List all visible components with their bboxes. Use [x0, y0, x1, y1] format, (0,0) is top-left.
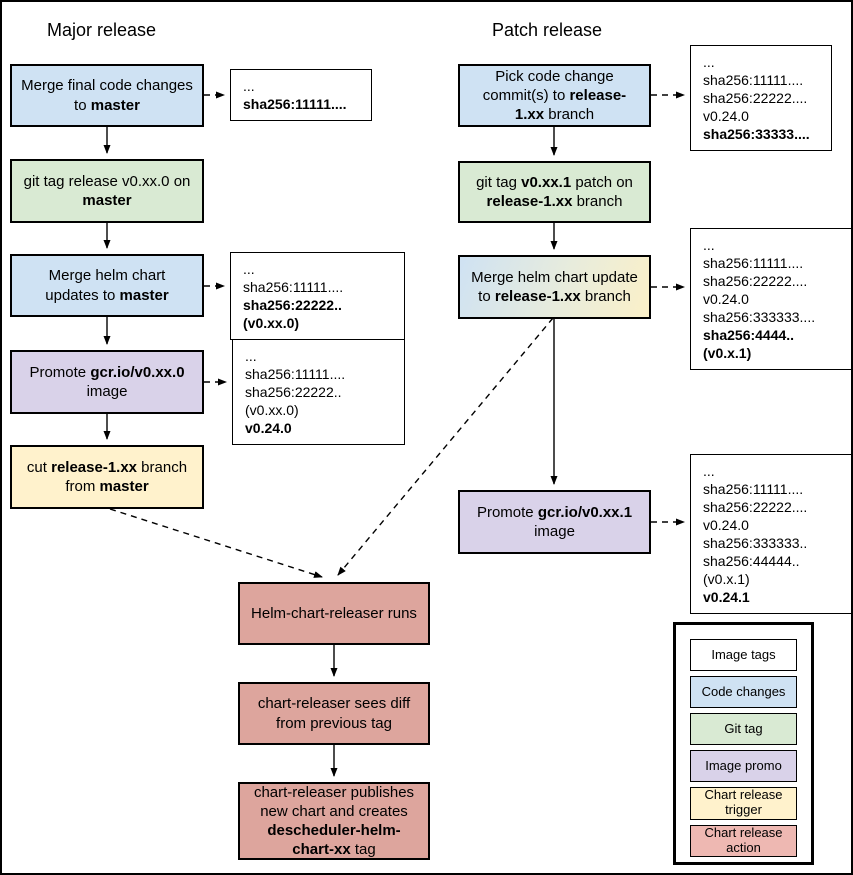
node-promote-image-patch: Promote gcr.io/v0.xx.1 image: [458, 490, 651, 554]
patch-release-title: Patch release: [492, 20, 603, 40]
annotation-patch-1: ... sha256:11111.... sha256:22222.... v0…: [690, 45, 832, 151]
legend: Image tags Code changes Git tag Image pr…: [673, 622, 814, 865]
annotation-patch-3: ... sha256:11111.... sha256:22222.... v0…: [690, 228, 851, 370]
node-pick-commits-label: Pick code change commit(s) to release-1.…: [482, 67, 627, 124]
node-git-tag-major: git tag release v0.xx.0 on master: [10, 159, 204, 223]
legend-item-code-changes: Code changes: [690, 676, 797, 708]
legend-item-git-tag: Git tag: [690, 713, 797, 745]
node-merge-final-code: Merge final code changes to master: [10, 64, 204, 127]
legend-item-chart-release-trigger: Chart release trigger: [690, 787, 797, 820]
node-chart-releaser-diff: chart-releaser sees diff from previous t…: [238, 682, 430, 745]
node-promote-image-major: Promote gcr.io/v0.xx.0 image: [10, 350, 204, 414]
node-pick-commits: Pick code change commit(s) to release-1.…: [458, 64, 651, 127]
node-cut-release-branch: cut release-1.xx branch from master: [10, 445, 204, 509]
legend-item-image-tags: Image tags: [690, 639, 797, 671]
node-merge-helm-patch: Merge helm chart update to release-1.xx …: [458, 255, 651, 319]
annotation-major-1: ... sha256:11111....: [230, 69, 372, 121]
node-merge-helm-major-label: Merge helm chart updates to master: [45, 267, 169, 304]
node-merge-helm-major: Merge helm chart updates to master: [10, 254, 204, 317]
node-chart-releaser-diff-label: chart-releaser sees diff from previous t…: [257, 695, 411, 732]
dashed-arrow-cut-branch-to-releaser: [109, 508, 323, 578]
annotation-major-4: ... sha256:11111.... sha256:22222..(v0.x…: [232, 339, 405, 445]
node-git-tag-patch-label: git tag v0.xx.1 patch on release-1.xx br…: [476, 173, 633, 210]
node-promote-image-major-label: Promote gcr.io/v0.xx.0 image: [29, 363, 185, 400]
annotation-patch-4: ... sha256:11111.... sha256:22222.... v0…: [690, 454, 851, 614]
node-promote-image-patch-label: Promote gcr.io/v0.xx.1 image: [476, 503, 633, 540]
node-merge-helm-patch-label: Merge helm chart update to release-1.xx …: [471, 268, 638, 305]
major-release-title: Major release: [47, 20, 157, 40]
node-chart-releaser-runs: Helm-chart-releaser runs: [238, 582, 430, 645]
node-chart-releaser-runs-label: Helm-chart-releaser runs: [251, 604, 417, 622]
node-chart-releaser-publish-label: chart-releaser publishes new chart and c…: [253, 783, 415, 859]
legend-item-chart-release-action: Chart release action: [690, 824, 797, 857]
node-merge-final-code-label: Merge final code changes to master: [21, 77, 193, 114]
node-chart-releaser-publish: chart-releaser publishes new chart and c…: [238, 782, 430, 860]
annotation-major-3: ... sha256:11111.... sha256:22222..(v0.x…: [230, 252, 405, 340]
legend-item-image-promo: Image promo: [690, 750, 797, 782]
node-git-tag-patch: git tag v0.xx.1 patch on release-1.xx br…: [458, 161, 651, 223]
node-cut-release-branch-label: cut release-1.xx branch from master: [26, 458, 188, 495]
node-git-tag-major-label: git tag release v0.xx.0 on master: [23, 172, 191, 209]
